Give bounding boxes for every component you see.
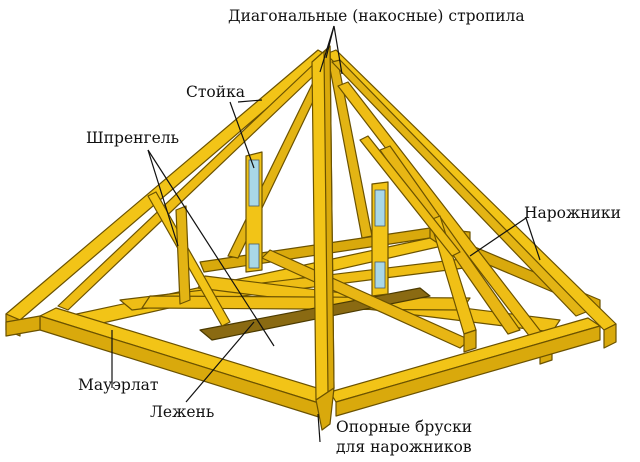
right-strut <box>359 135 461 257</box>
posts <box>245 151 389 297</box>
left-strut <box>147 191 231 327</box>
post-right-tie-bottom <box>374 261 386 289</box>
label-wall-plate: Мауэрлат <box>78 376 159 394</box>
jack-rafter-3-end <box>463 329 477 353</box>
label-jack-rafters: Нарожники <box>524 204 621 222</box>
front-diagonal-rafter-group <box>311 45 335 431</box>
label-post: Стойка <box>186 83 245 101</box>
label-strut: Шпренгель <box>86 129 179 147</box>
right-roof-plane <box>325 49 617 365</box>
label-diagonal-rafters: Диагональные (накосные) стропила <box>228 7 525 25</box>
right-inner-rafter <box>331 59 587 317</box>
post-left-tie-bottom <box>248 243 260 269</box>
wall-plate-left-end <box>5 315 41 337</box>
labels: Диагональные (накосные) стропила Стойка … <box>78 7 621 456</box>
left-small-post <box>175 205 191 305</box>
post-left-tie-top <box>248 159 260 207</box>
label-support-bars-line2: для нарожников <box>336 438 472 456</box>
post-right-tie-top <box>374 189 386 227</box>
support-bar-bottom <box>315 387 335 431</box>
front-right-wall-plate-side <box>335 325 601 417</box>
label-support-bars-line1: Опорные бруски <box>336 418 472 436</box>
label-sill: Лежень <box>150 403 214 421</box>
right-diagonal-rafter-side <box>603 323 617 349</box>
leader-lines <box>111 25 541 443</box>
